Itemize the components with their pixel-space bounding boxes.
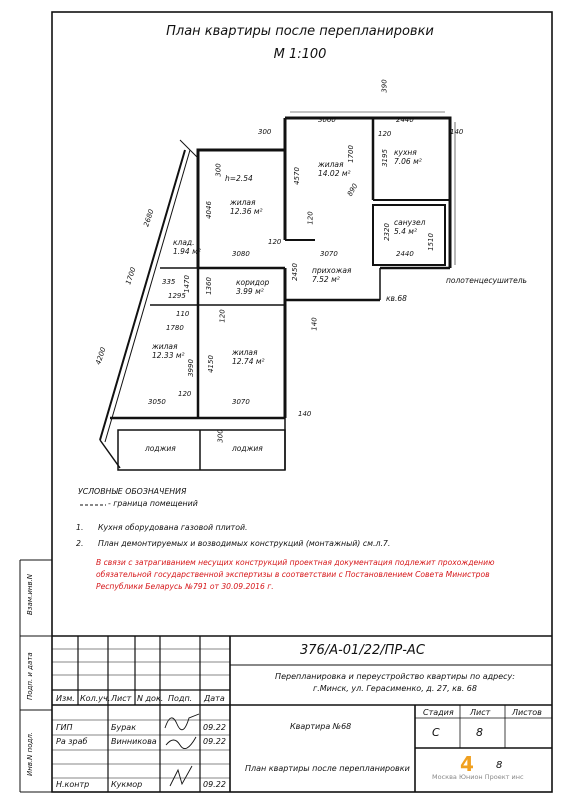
plan-scale: М 1:100: [273, 47, 327, 62]
person-date: 09.22: [203, 780, 226, 789]
dimension: 3080: [232, 250, 250, 258]
dimension: 3060: [318, 116, 336, 124]
watermark-text: Москва Юнион Проект инс: [432, 773, 524, 781]
sheet-title: План квартиры после перепланировки: [245, 764, 410, 773]
legend-line-icon: [80, 504, 106, 506]
dimension: 140: [298, 410, 312, 418]
dimension: 120: [378, 130, 392, 138]
note-text: План демонтируемых и возводимых конструк…: [98, 539, 391, 548]
object-name: Квартира №68: [290, 722, 352, 731]
logo-badge: 4: [460, 752, 474, 776]
apartment-label: кв.68: [386, 294, 407, 303]
note-number: 2.: [76, 539, 84, 548]
legend-heading: УСЛОВНЫЕ ОБОЗНАЧЕНИЯ: [78, 487, 187, 496]
legend-item: - граница помещений: [108, 499, 198, 508]
plan-title: План квартиры после перепланировки: [166, 24, 434, 39]
col-header: Кол.уч.: [80, 694, 111, 703]
person-name: Кукмор: [111, 780, 143, 789]
person-name: Бурак: [111, 723, 137, 732]
stage-label: Стадия: [423, 708, 454, 717]
col-header: Изм.: [56, 694, 75, 703]
person-role: Н.контр: [56, 780, 90, 789]
ceiling-height: h=2.54: [225, 174, 253, 183]
dimension: 335: [162, 278, 176, 286]
note-text: Кухня оборудована газовой плитой.: [98, 523, 248, 532]
stage-value: С: [432, 726, 440, 739]
towel-rail-label: полотенцесушитель: [446, 276, 527, 285]
dimension: 110: [176, 310, 190, 318]
col-header: Лист: [111, 694, 132, 703]
sheet-label: Лист: [470, 708, 491, 717]
project-name: Перепланировка и переустройство квартиры…: [275, 672, 515, 693]
person-date: 09.22: [203, 737, 226, 746]
dimension: 1780: [166, 324, 184, 332]
dimension: 120: [178, 390, 192, 398]
col-header: N док.: [137, 694, 164, 703]
page-number: 8: [496, 760, 503, 771]
col-header: Подп.: [168, 694, 193, 703]
person-role: ГИП: [56, 723, 73, 732]
document-code: 376/А-01/22/ПР-АС: [300, 643, 425, 658]
dimension: 3070: [232, 398, 250, 406]
note-number: 1.: [76, 523, 84, 532]
col-header: Дата: [204, 694, 225, 703]
dimension: 140: [450, 128, 464, 136]
person-date: 09.22: [203, 723, 226, 732]
room-label: клад.1.94 м²: [173, 238, 201, 256]
dimension: 2440: [396, 116, 414, 124]
warning-text: В связи с затрагиванием несущих конструк…: [96, 558, 495, 591]
room-label: лоджия: [145, 444, 176, 453]
dimension: 1295: [168, 292, 186, 300]
dimension: 2440: [396, 250, 414, 258]
dimension: 120: [268, 238, 282, 246]
dimension: 3070: [320, 250, 338, 258]
sheets-label: Листов: [512, 708, 542, 717]
dimension: 300: [258, 128, 272, 136]
person-name: Винникова: [111, 737, 157, 746]
room-label: лоджия: [232, 444, 263, 453]
sheet-value: 8: [476, 726, 483, 739]
dimension: 3050: [148, 398, 166, 406]
person-role: Ра зраб: [56, 737, 88, 746]
